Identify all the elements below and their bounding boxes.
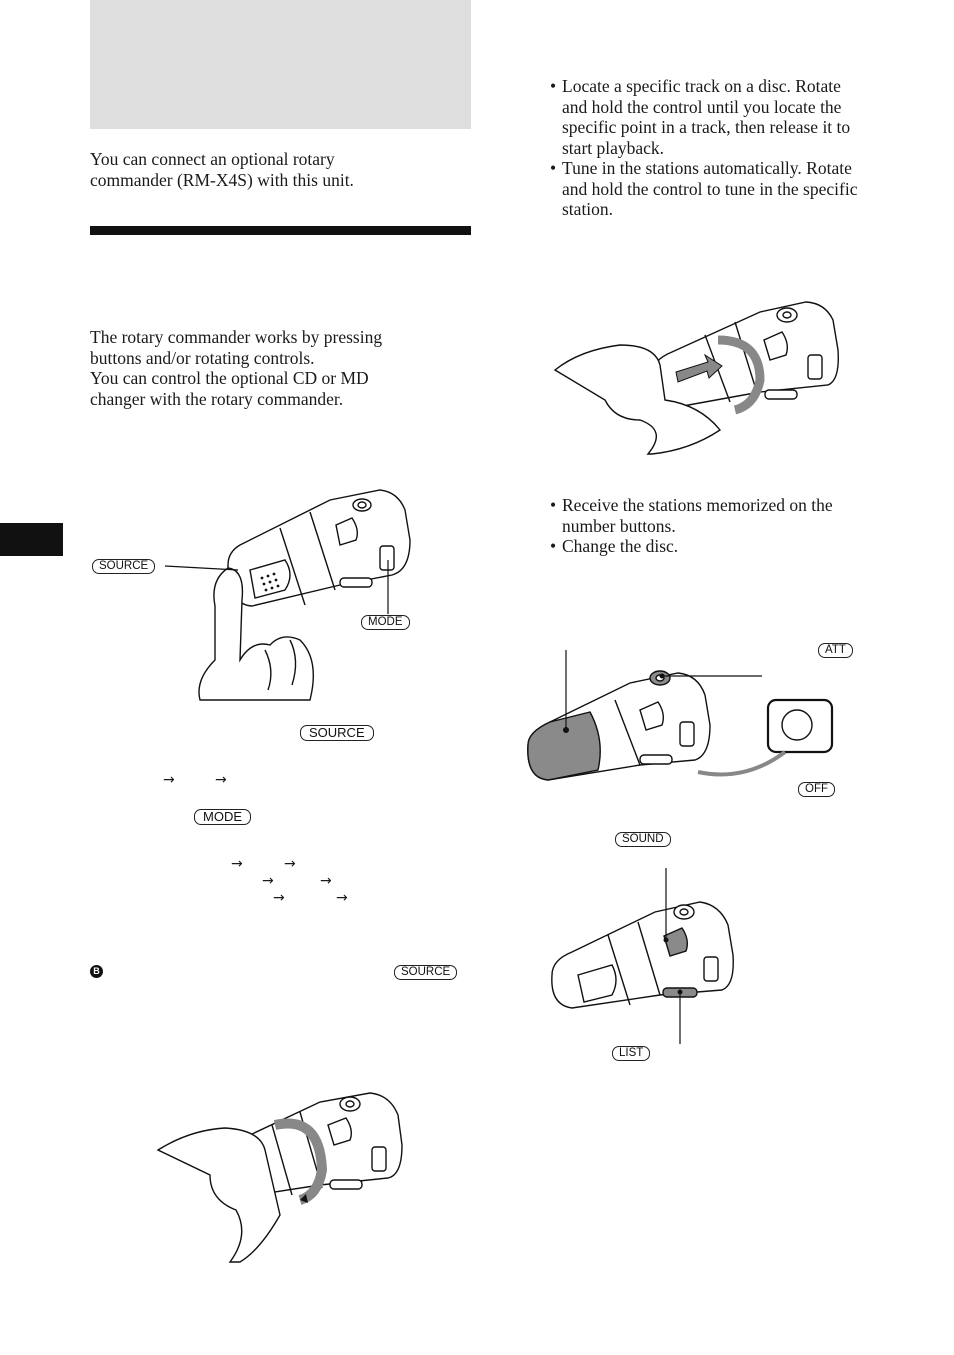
section-side-tab bbox=[0, 523, 63, 556]
heading-rule bbox=[90, 226, 471, 235]
bullet-line: and hold the control until you locate th… bbox=[562, 96, 842, 117]
bullet-list-press: Receive the stations memorized on the nu… bbox=[550, 495, 920, 557]
bullet-line: and hold the control to tune in the spec… bbox=[562, 178, 858, 199]
hand-shape bbox=[156, 1127, 281, 1263]
sound-button-highlight bbox=[663, 927, 689, 957]
sound-label: SOUND bbox=[615, 832, 671, 847]
body-line: You can control the optional CD or MD bbox=[90, 368, 369, 388]
body-paragraph: The rotary commander works by pressing b… bbox=[90, 327, 470, 409]
arrow-icon: → bbox=[262, 873, 274, 889]
mode-label: MODE bbox=[361, 615, 410, 630]
bullet-line: station. bbox=[562, 199, 614, 219]
bullet-item: Change the disc. bbox=[550, 536, 920, 557]
bullet-line: Locate a specific track on a disc. Rotat… bbox=[562, 76, 841, 96]
arrow-icon: → bbox=[231, 856, 243, 872]
bullet-line: specific point in a track, then release … bbox=[562, 117, 851, 137]
mode-step-label: MODE bbox=[194, 809, 251, 825]
bullet-line: Tune in the stations automatically. Rota… bbox=[562, 158, 852, 178]
intro-line: commander (RM-X4S) with this unit. bbox=[90, 169, 354, 190]
arrow-icon: → bbox=[163, 772, 175, 788]
hand-shape bbox=[553, 344, 722, 455]
source-label-b: SOURCE bbox=[394, 965, 458, 980]
intro-line: You can connect an optional rotary bbox=[90, 149, 335, 169]
arrow-icon: → bbox=[336, 890, 348, 906]
arrow-icon: → bbox=[320, 873, 332, 889]
bullet-line: Receive the stations memorized on the bbox=[562, 495, 833, 515]
arrow-icon: → bbox=[273, 890, 285, 906]
body-line: The rotary commander works by pressing bbox=[90, 327, 383, 347]
bullet-list-rotate: Locate a specific track on a disc. Rotat… bbox=[550, 76, 920, 220]
bullet-line: Change the disc. bbox=[562, 536, 679, 556]
bullet-line: number buttons. bbox=[562, 515, 676, 536]
mode-button-shape bbox=[379, 545, 395, 571]
bullet-item: Tune in the stations automatically. Rota… bbox=[550, 158, 920, 220]
off-label: OFF bbox=[798, 782, 835, 797]
commander-body bbox=[551, 901, 734, 1009]
rotary-control-highlight bbox=[527, 711, 601, 781]
arrow-icon: → bbox=[215, 772, 227, 788]
arrow-icon: → bbox=[284, 856, 296, 872]
bullet-item: Locate a specific track on a disc. Rotat… bbox=[550, 76, 920, 158]
step-b-marker-icon: B bbox=[90, 965, 103, 978]
intro-paragraph: You can connect an optional rotary comma… bbox=[90, 149, 470, 190]
hand-shape bbox=[198, 567, 315, 701]
att-label: ATT bbox=[818, 643, 853, 658]
bullet-item: Receive the stations memorized on the nu… bbox=[550, 495, 920, 536]
source-label: SOURCE bbox=[92, 559, 156, 574]
section-header-box bbox=[90, 0, 471, 129]
list-label: LIST bbox=[612, 1046, 651, 1061]
top-button-shape bbox=[335, 517, 359, 546]
source-step-label: SOURCE bbox=[300, 725, 374, 741]
bullet-line: start playback. bbox=[562, 137, 665, 158]
body-line: changer with the rotary commander. bbox=[90, 388, 344, 409]
body-line: buttons and/or rotating controls. bbox=[90, 347, 315, 368]
